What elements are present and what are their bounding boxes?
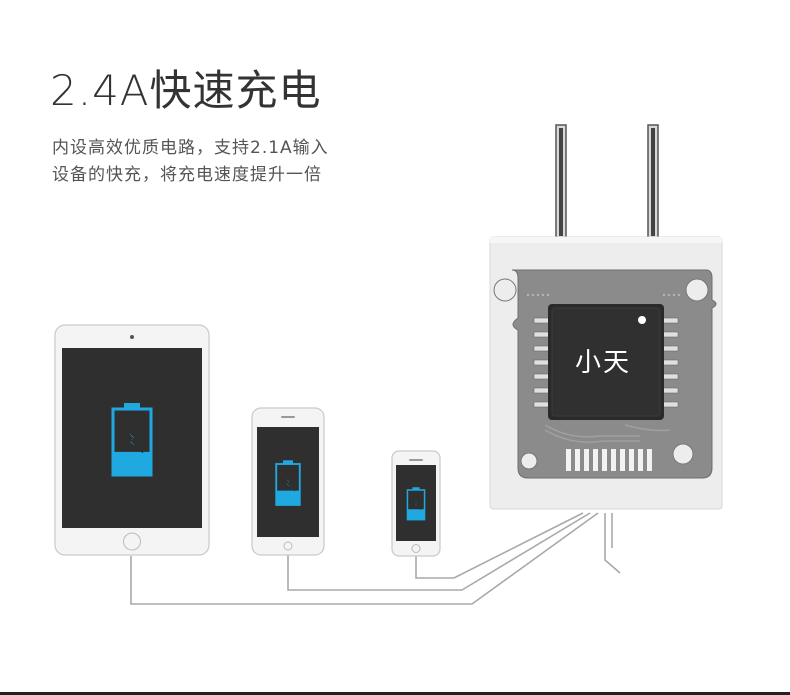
chip-pin-left <box>533 387 550 394</box>
battery-fill <box>407 509 425 520</box>
connector-pin <box>593 449 598 471</box>
chip-pin-left <box>533 331 550 338</box>
home-button <box>411 544 421 553</box>
battery-icon <box>275 460 301 506</box>
connector-pin <box>566 449 571 471</box>
description-line-1: 内设高效优质电路，支持2.1A输入 <box>52 138 329 158</box>
chip-label: 小天 <box>574 348 631 378</box>
connector-pin <box>620 449 625 471</box>
connector-pin <box>647 449 652 471</box>
chip-pin-right <box>662 331 679 338</box>
connector-pin <box>575 449 580 471</box>
connector-pin <box>629 449 634 471</box>
chip-pin-left <box>533 345 550 352</box>
chip-pin-left <box>533 359 550 366</box>
battery-icon <box>111 403 153 477</box>
bottom-divider <box>0 692 790 695</box>
lightning-bolt-icon <box>120 424 144 454</box>
large-phone <box>251 407 325 556</box>
chip-pin-right <box>662 373 679 380</box>
chip-pin-left <box>533 373 550 380</box>
battery-icon <box>406 487 426 521</box>
chip-indicator-dot <box>638 316 646 324</box>
chip-pin-right <box>662 401 679 408</box>
battery-fill <box>113 451 151 475</box>
lightning-bolt-icon <box>410 496 422 510</box>
cable-traces <box>130 512 621 605</box>
speaker <box>281 416 295 418</box>
speaker <box>409 459 423 461</box>
tablet <box>54 324 210 556</box>
small-phone <box>391 450 441 557</box>
page-title: 2.4A快速充电 <box>50 66 322 115</box>
connector-pin <box>602 449 607 471</box>
chip-pin-left <box>533 317 550 324</box>
battery-fill <box>276 490 300 505</box>
description-line-2: 设备的快充，将充电速度提升一倍 <box>52 165 322 185</box>
chip-pin-right <box>662 387 679 394</box>
chip-pin-left <box>533 401 550 408</box>
plug-prongs <box>555 124 659 241</box>
home-button <box>123 532 141 551</box>
connector-pin <box>638 449 643 471</box>
camera <box>130 335 134 339</box>
chip-pin-right <box>662 359 679 366</box>
home-button <box>283 541 293 551</box>
connector-pin <box>611 449 616 471</box>
chip-pin-right <box>662 317 679 324</box>
connector-pins <box>566 449 652 471</box>
lightning-bolt-icon <box>280 473 296 492</box>
connector-pin <box>584 449 589 471</box>
chip-pin-right <box>662 345 679 352</box>
